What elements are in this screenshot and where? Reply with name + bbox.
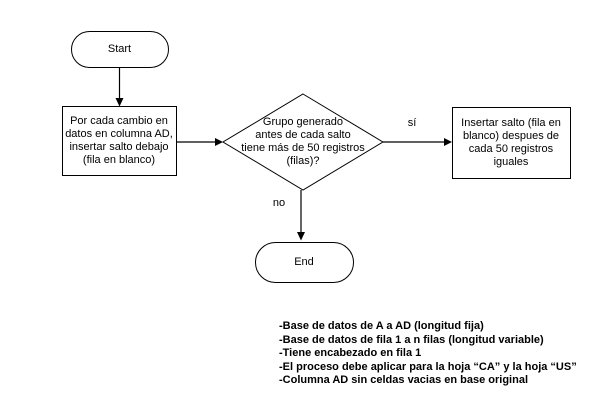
notes-block: -Base de datos de A a AD (longitud fija)… bbox=[279, 320, 577, 388]
arrowhead-start-to-process bbox=[115, 98, 124, 107]
edge-label-no: no bbox=[272, 197, 286, 209]
arrowhead-decision-to-yes-action bbox=[444, 138, 452, 146]
note-line: -Base de datos de A a AD (longitud fija) bbox=[279, 320, 484, 332]
yes-action-node-shape bbox=[452, 107, 571, 179]
start-node-shape bbox=[71, 31, 169, 68]
process-node-shape bbox=[62, 106, 177, 176]
end-node-shape bbox=[255, 242, 354, 283]
note-line: -Base de datos de fila 1 a n filas (long… bbox=[279, 333, 544, 346]
arrowhead-process-to-decision bbox=[215, 138, 223, 146]
note-line: -Columna AD sin celdas vacias en base or… bbox=[279, 374, 529, 386]
decision-node-shape bbox=[222, 93, 384, 191]
edge-label-yes: sí bbox=[407, 117, 417, 129]
arrowhead-decision-to-end bbox=[297, 232, 305, 241]
note-line: -Tiene encabezado en fila 1 bbox=[279, 347, 422, 359]
note-line: -El proceso debe aplicar para la hoja “C… bbox=[279, 360, 577, 373]
